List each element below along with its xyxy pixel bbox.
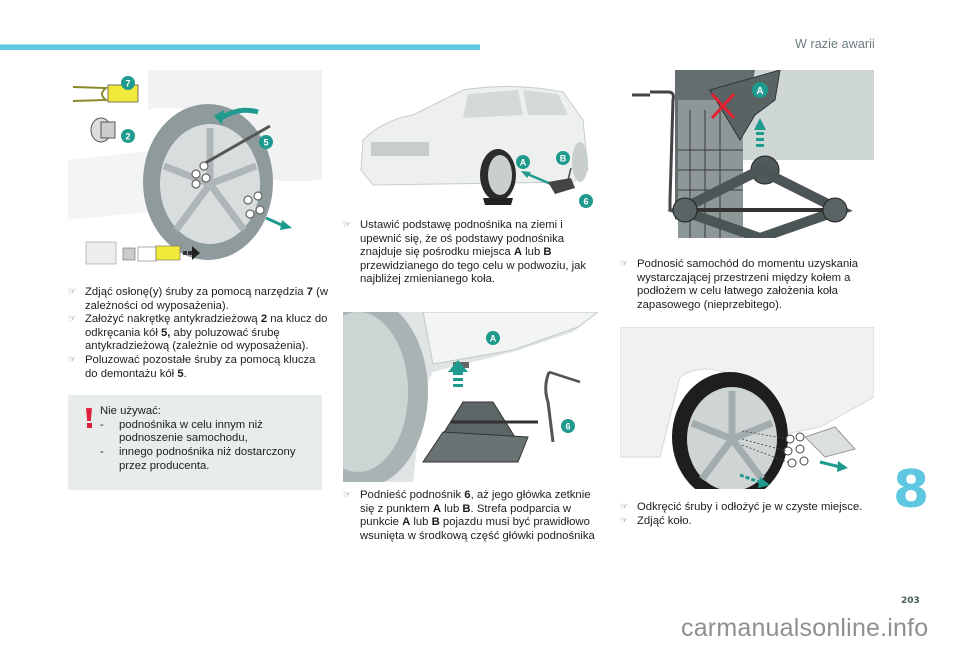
watermark: carmanualsonline.info xyxy=(681,614,929,642)
instruction-bullet: ☞Poluzować pozostałe śruby za pomocą klu… xyxy=(68,353,316,380)
column1-instructions: ☞Zdjąć osłonę(y) śruby za pomocą narzędz… xyxy=(68,286,329,491)
svg-text:A: A xyxy=(490,334,497,344)
warning-item: - innego podnośnika niż dostarczony prze… xyxy=(100,445,296,472)
figure-car-jack-points: A B 6 xyxy=(343,70,598,212)
instruction-bullet: ☞Podnosić samochód do momentu uzyskania … xyxy=(620,258,859,311)
column2-instructions-bottom: ☞Podnieść podnośnik 6, aż jego główka ze… xyxy=(343,489,603,543)
warning-title: Nie używać: xyxy=(100,405,161,418)
figure-jack-under-point-a: 6 A xyxy=(343,312,598,482)
instruction-bullet: ☞Ustawić podstawę podnośnika na ziemi i … xyxy=(343,219,587,286)
svg-text:A: A xyxy=(756,86,763,97)
instruction-bullet: ☞Zdjąć osłonę(y) śruby za pomocą narzędz… xyxy=(68,286,329,312)
pointing-hand-icon: ☞ xyxy=(68,314,77,325)
pointing-hand-icon: ☞ xyxy=(68,287,77,297)
column3-instructions-top: ☞Podnosić samochód do momentu uzyskania … xyxy=(620,258,882,312)
warning-box: Nie używać: - podnośnika w celu innym ni… xyxy=(68,395,322,491)
column3-instructions-bottom: ☞Odkręcić śruby i odłożyć je w czyste mi… xyxy=(620,501,882,528)
svg-text:7: 7 xyxy=(125,79,130,89)
figure-wheel-bolt-removal: 7 2 5 xyxy=(68,70,322,270)
header-accent-bar xyxy=(0,44,480,50)
page-number: 203 xyxy=(901,596,920,606)
svg-text:B: B xyxy=(560,154,567,164)
warning-item: - podnośnika w celu innym niż podnoszeni… xyxy=(100,418,263,445)
figure-remove-wheel xyxy=(620,327,874,489)
svg-text:5: 5 xyxy=(263,138,268,148)
instruction-bullet: ☞Założyć nakrętkę antykradzieżową 2 na k… xyxy=(68,313,328,353)
pointing-hand-icon: ☞ xyxy=(68,354,77,365)
pointing-hand-icon: ☞ xyxy=(343,220,352,230)
svg-text:A: A xyxy=(520,158,527,168)
pointing-hand-icon: ☞ xyxy=(620,259,629,269)
instruction-bullet: ☞Zdjąć koło. xyxy=(620,514,692,527)
svg-text:6: 6 xyxy=(565,422,570,432)
instruction-bullet: ☞Podnieść podnośnik 6, aż jego główka ze… xyxy=(343,489,595,542)
svg-text:2: 2 xyxy=(125,132,130,142)
figure-jack-head-closeup: A xyxy=(620,70,874,238)
section-title: W razie awarii xyxy=(795,37,875,51)
column2-instructions-top: ☞Ustawić podstawę podnośnika na ziemi i … xyxy=(343,219,603,287)
svg-text:6: 6 xyxy=(583,197,588,207)
warning-exclamation-icon xyxy=(86,408,92,429)
pointing-hand-icon: ☞ xyxy=(620,515,629,526)
instruction-bullet: ☞Odkręcić śruby i odłożyć je w czyste mi… xyxy=(620,501,863,513)
pointing-hand-icon: ☞ xyxy=(343,490,352,500)
pointing-hand-icon: ☞ xyxy=(620,502,629,512)
chapter-number: 8 xyxy=(893,460,930,520)
